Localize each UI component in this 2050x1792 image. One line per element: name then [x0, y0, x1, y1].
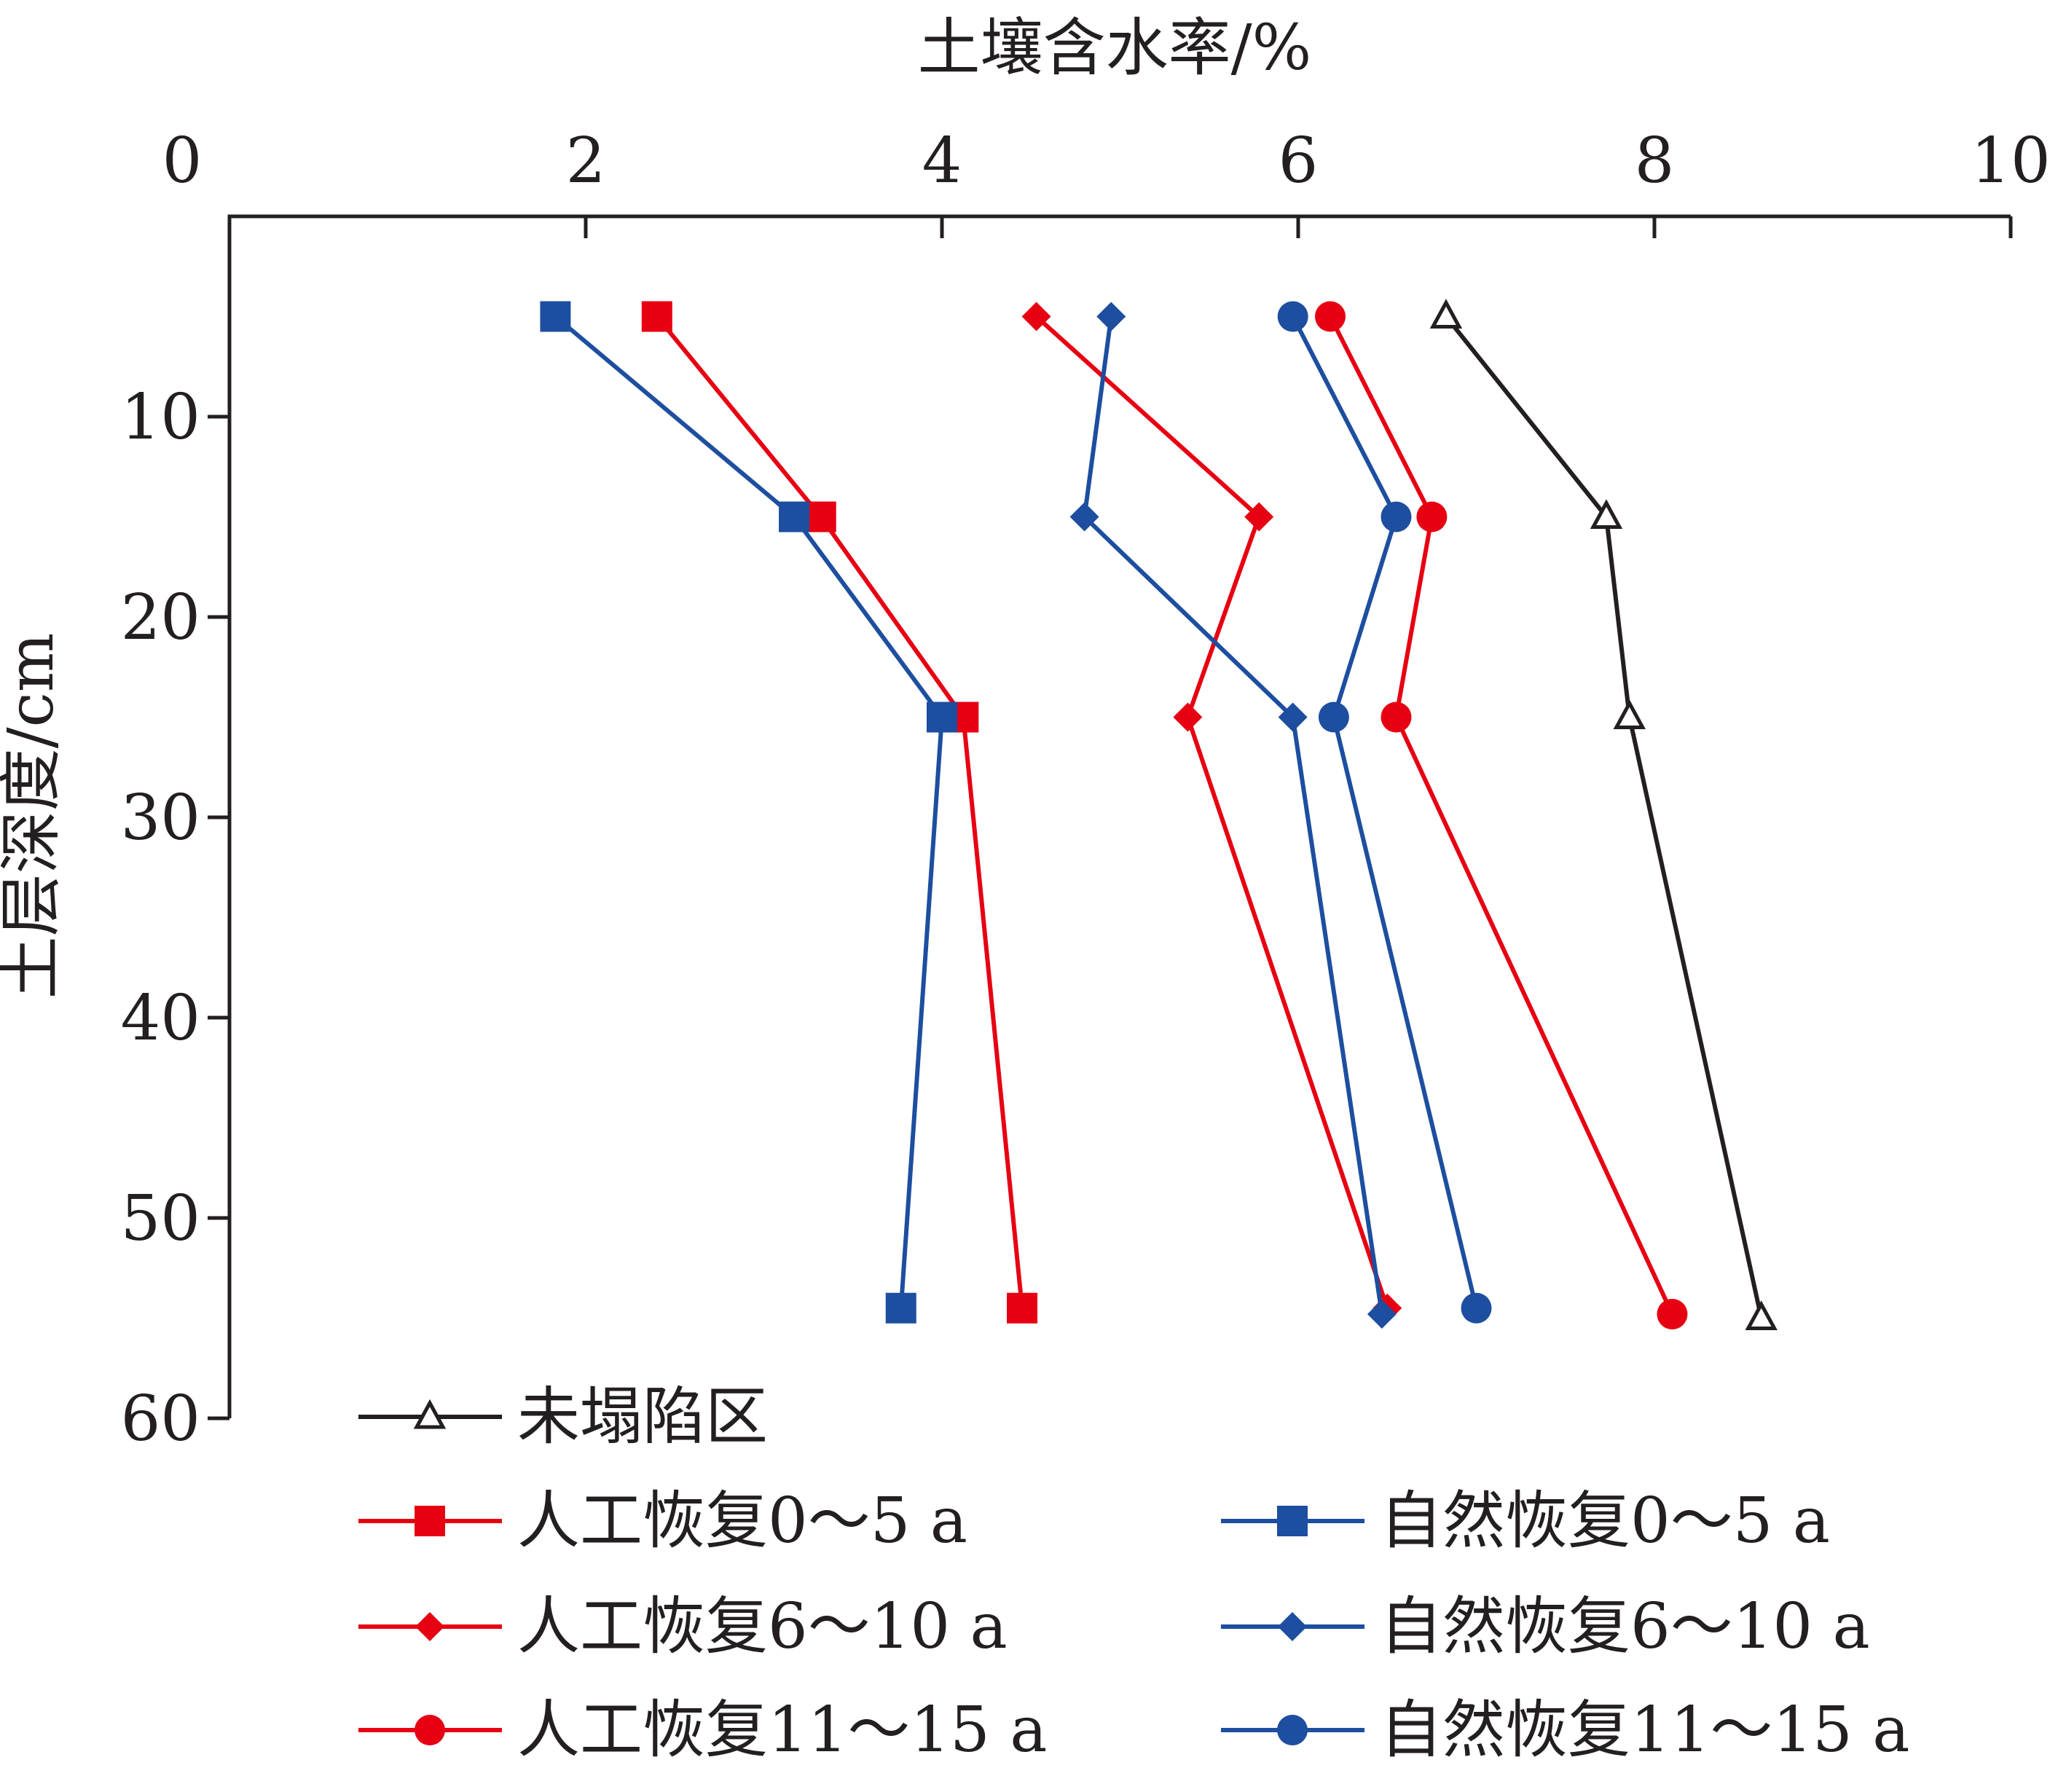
data-point	[1277, 301, 1308, 332]
series-0	[1429, 299, 1778, 1330]
series-4	[540, 301, 957, 1324]
data-point	[641, 301, 672, 332]
x-tick-label: 0	[162, 125, 203, 197]
axes: 0 2 4 6 8 10 10 20 30 40 50 60	[121, 125, 2050, 1455]
x-axis-title: 土壤含水率/%	[918, 12, 1312, 85]
data-point	[1021, 302, 1051, 331]
y-tick-label: 40	[121, 982, 200, 1055]
legend-item: 人工恢复11～15 a	[358, 1694, 1047, 1767]
y-tick-label: 20	[121, 581, 200, 654]
data-point	[1613, 699, 1646, 729]
data-point	[1381, 702, 1412, 733]
legend-item: 人工恢复6～10 a	[358, 1590, 1008, 1663]
legend-label: 自然恢复11～15 a	[1380, 1694, 1909, 1767]
data-point	[1657, 1299, 1688, 1329]
data-point	[1096, 302, 1126, 331]
data-point	[1278, 702, 1308, 732]
data-point	[1367, 1300, 1397, 1329]
data-point	[1007, 1292, 1038, 1324]
legend-marker	[1278, 1612, 1307, 1641]
data-point	[779, 501, 810, 533]
data-point	[1429, 299, 1463, 329]
legend-marker	[1277, 1715, 1308, 1745]
legend-label: 人工恢复11～15 a	[517, 1694, 1047, 1767]
legend-marker	[415, 1506, 445, 1536]
legend-label: 人工恢复0～5 a	[517, 1485, 967, 1557]
data-point	[1745, 1300, 1778, 1330]
y-tick-label: 30	[121, 782, 200, 854]
series-6	[1277, 301, 1492, 1324]
legend-item: 未塌陷区	[358, 1380, 768, 1453]
legend-marker	[1277, 1506, 1308, 1536]
data-point	[1069, 502, 1099, 532]
legend-item: 自然恢复11～15 a	[1221, 1694, 1909, 1767]
data-point	[1315, 301, 1346, 332]
data-point	[805, 501, 836, 533]
series-line	[1290, 315, 1479, 1309]
series-1	[641, 301, 1038, 1324]
y-axis-title: 土层深度/cm	[0, 633, 68, 999]
x-tick-label: 8	[1635, 125, 1675, 197]
series-line	[1444, 315, 1764, 1319]
legend-marker	[415, 1715, 445, 1745]
y-tick-label: 50	[121, 1182, 200, 1255]
data-point	[540, 301, 571, 332]
data-point	[1416, 501, 1448, 533]
legend-marker	[413, 1399, 447, 1429]
x-tick-label: 2	[566, 125, 606, 197]
series-layer	[540, 299, 1778, 1330]
series-line	[1082, 316, 1384, 1315]
x-tick-label: 6	[1279, 125, 1319, 197]
legend-label: 未塌陷区	[517, 1380, 768, 1453]
y-tick-label: 60	[121, 1383, 200, 1455]
legend-item: 自然恢复0～5 a	[1221, 1485, 1830, 1557]
series-5	[1069, 302, 1397, 1329]
series-3	[1315, 301, 1688, 1329]
data-point	[1318, 702, 1349, 733]
data-point	[1381, 501, 1412, 533]
data-point	[1173, 702, 1203, 732]
legend-marker	[415, 1612, 444, 1641]
legend-item: 自然恢复6～10 a	[1221, 1590, 1870, 1663]
legend-label: 自然恢复6～10 a	[1380, 1590, 1870, 1663]
data-point	[927, 702, 957, 733]
x-tick-label: 4	[922, 125, 962, 197]
data-point	[885, 1292, 916, 1324]
y-tick-label: 10	[121, 381, 200, 454]
legend-label: 人工恢复6～10 a	[517, 1590, 1008, 1663]
legend-label: 自然恢复0～5 a	[1380, 1485, 1830, 1557]
series-line	[1328, 315, 1675, 1316]
series-line	[655, 315, 1025, 1309]
x-tick-label: 10	[1971, 125, 2050, 197]
series-line	[1034, 315, 1390, 1309]
series-line	[554, 315, 944, 1308]
series-2	[1021, 302, 1402, 1323]
data-point	[1244, 502, 1274, 532]
data-point	[1590, 499, 1623, 529]
data-point	[1461, 1292, 1492, 1324]
legend-item: 人工恢复0～5 a	[358, 1485, 967, 1557]
